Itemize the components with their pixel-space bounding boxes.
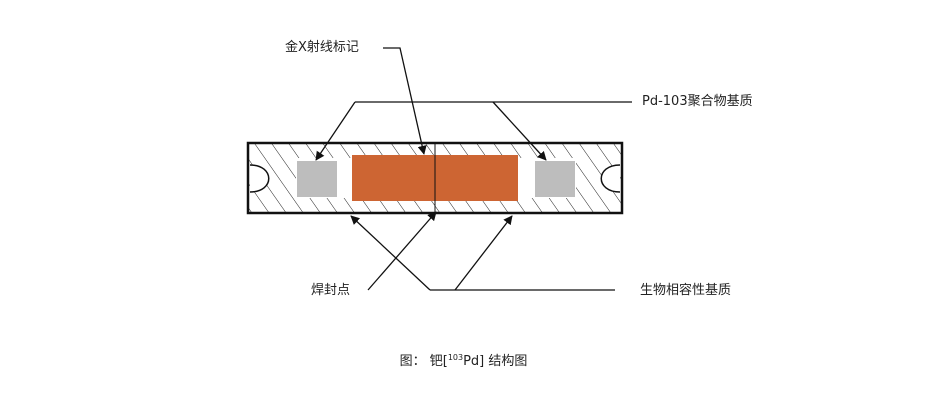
label-weld: 焊封点 [311,283,351,298]
leader-gold-marker [383,47,427,155]
leader-bio-left [350,215,431,291]
left-end-plug [297,161,337,197]
figure-caption: 图： 钯[103Pd] 结构图 [0,350,927,369]
leader-pd-left [315,101,356,161]
leader-weld-1 [367,211,437,291]
caption-sup: 103 [447,353,464,362]
leader-pd-right [492,101,547,161]
caption-prefix: 图： 钯[ [399,354,448,369]
right-end-plug [535,161,575,197]
label-gold-marker: 金X射线标记 [285,40,359,55]
caption-suffix: Pd] 结构图 [463,354,528,369]
right-weld-cup [600,164,621,193]
label-pd-matrix: Pd-103聚合物基质 [642,94,753,109]
label-bio-matrix: 生物相容性基质 [640,283,732,298]
left-weld-cup [249,164,270,193]
leader-bio-right [454,215,513,291]
